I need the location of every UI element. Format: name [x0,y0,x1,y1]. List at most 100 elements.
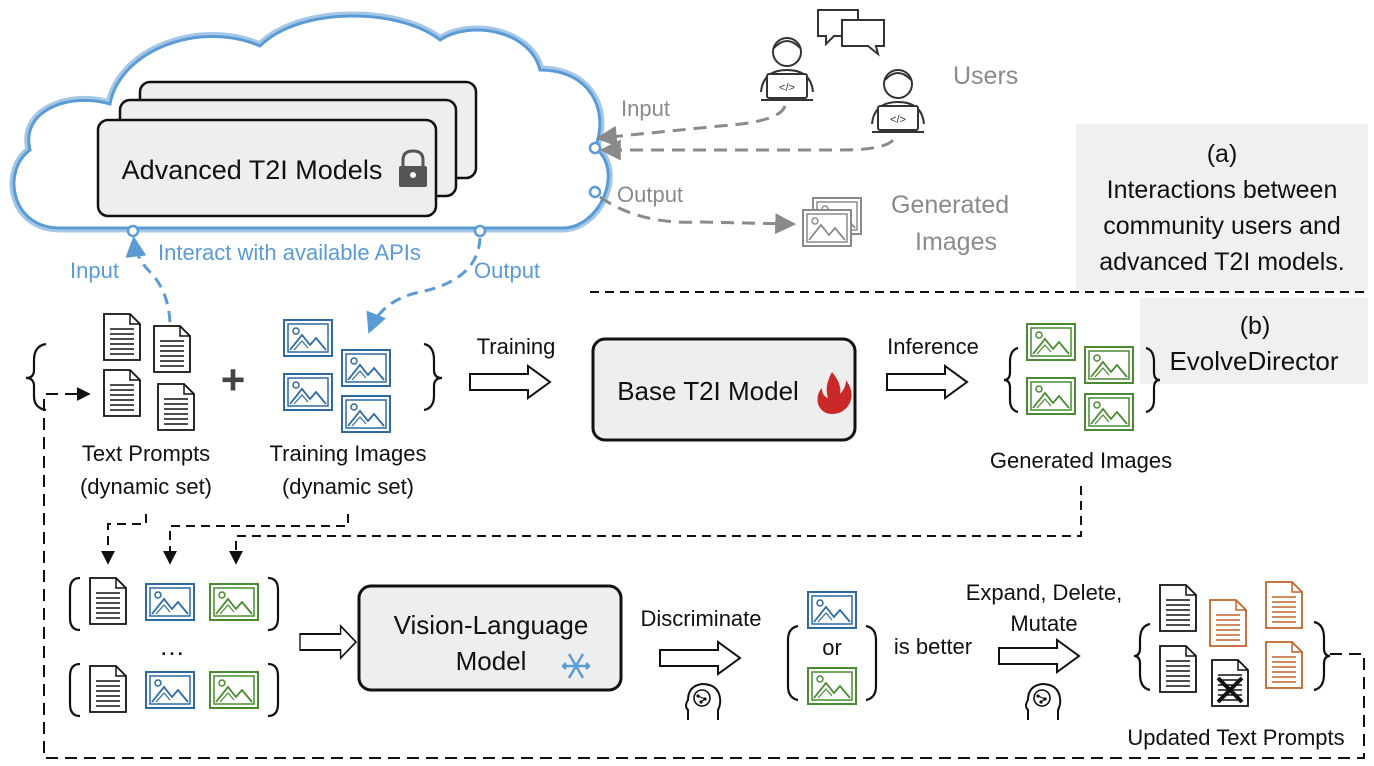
caption-a-box [1076,124,1368,290]
updated-doc-3-orange [1265,581,1303,629]
api-interact-label: Interact with available APIs [158,240,421,265]
user2-input-arrow [599,138,895,161]
generated-images-label: Generated Images [990,448,1172,473]
images-right-brace [423,342,443,412]
discriminate-arrow [659,641,741,675]
caption-a-tag: (a) [1207,140,1238,168]
feedback-loop-arrow [43,387,1365,759]
base-t2i-model-label: Base T2I Model [617,376,799,406]
ops-label-line2: Mutate [1010,611,1077,636]
api-output-label: Output [474,258,540,283]
text-prompt-doc-4 [157,383,195,431]
fire-icon [817,372,852,414]
vlm-label-line1: Vision-Language [394,610,589,640]
choice-image-green [807,667,857,705]
text-prompt-doc-3 [103,369,141,417]
inference-label: Inference [887,334,979,359]
chat-bubbles-icon [817,9,885,57]
pair2-doc [89,665,127,713]
text-prompt-doc-2 [153,325,191,373]
generated-images-gray-line1: Generated [891,191,1009,219]
text-prompt-doc-1 [103,313,141,361]
ops-label-line1: Expand, Delete, [966,580,1123,605]
training-image-1 [283,319,333,357]
updated-doc-5-deleted [1211,659,1249,707]
pair2-image-green [209,671,259,709]
api-output-port [473,224,487,238]
training-image-3 [283,373,333,411]
choice-left-paren [786,624,799,702]
caption-a-line2: community users and [1103,212,1341,240]
updated-doc-1 [1159,584,1197,632]
text-prompts-label-1: Text Prompts [82,441,210,466]
prompts-left-brace [25,342,47,412]
pair1-image-blue [145,583,195,621]
discriminate-label: Discriminate [640,606,761,631]
api-input-port [126,224,140,238]
caption-b-name: EvolveDirector [1169,346,1338,376]
advanced-models-label: Advanced T2I Models [122,155,383,185]
user-icon-1 [760,37,814,101]
snowflake-icon [562,653,590,679]
caption-b-tag: (b) [1240,312,1271,340]
vlm-box [357,584,623,692]
pair-ellipsis: … [159,631,185,661]
lock-icon [399,149,427,187]
user-icon-2 [871,69,925,133]
inference-arrow [886,365,968,399]
user1-input-arrow [595,105,787,147]
is-better-label: is better [894,634,972,659]
brain-icon-1 [685,683,722,721]
ops-arrow [998,639,1080,673]
model-card-front [96,118,438,218]
plus-sign: + [221,356,246,403]
generated-image-1 [1026,323,1076,361]
api-input-arrow [125,235,172,323]
or-label: or [822,635,842,660]
training-image-4 [341,395,391,433]
text-prompts-label-2: (dynamic set) [80,474,212,499]
base-t2i-model-box [591,337,857,442]
pair1-right-paren [267,576,280,632]
caption-b-box [1140,298,1368,384]
choice-right-paren [865,624,878,702]
vlm-label-line2: Model [456,646,527,676]
generated-image-4 [1084,393,1134,431]
updated-doc-6-orange [1265,641,1303,689]
updated-doc-4 [1159,645,1197,693]
pair2-image-blue [145,671,195,709]
api-input-label: Input [70,258,119,283]
output-to-users-arrow [599,195,797,235]
to-vlm-arrow [299,625,357,659]
generated-images-gray-line2: Images [915,228,997,256]
generated-right-brace [1145,346,1161,414]
training-images-label-1: Training Images [270,441,427,466]
pair-connectors [101,486,1082,565]
users-input-label: Input [621,96,670,121]
updated-prompts-label: Updated Text Prompts [1127,725,1344,750]
updated-doc-2-orange [1209,599,1247,647]
cloud-input-port [588,141,602,155]
caption-a-line1: Interactions between [1107,176,1338,204]
caption-a-line3: advanced T2I models. [1099,248,1345,276]
pair2-right-paren [267,662,280,718]
training-label: Training [477,334,556,359]
generated-image-3 [1026,377,1076,415]
brain-icon-2 [1025,683,1062,721]
pair1-doc [89,577,127,625]
generated-image-2 [1084,346,1134,384]
generated-image-gray-front [802,209,852,247]
generated-left-brace [1003,346,1019,414]
training-image-2 [341,349,391,387]
users-output-label: Output [617,182,683,207]
pair1-image-green [209,583,259,621]
choice-image-blue [807,591,857,629]
pair2-left-paren [68,662,81,718]
updated-left-brace [1133,622,1151,692]
users-label: Users [953,62,1018,90]
training-arrow [469,365,551,399]
api-output-arrow [366,237,482,334]
cloud-output-port [588,185,602,199]
pair1-left-paren [68,576,81,632]
